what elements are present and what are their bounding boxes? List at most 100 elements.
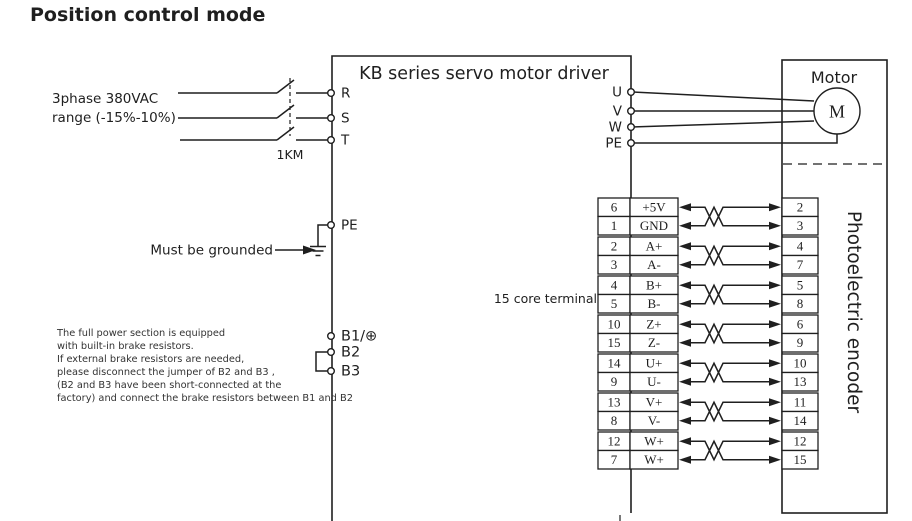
terminal-label-r: R xyxy=(341,86,350,102)
terminal-pin-number: 2 xyxy=(611,239,618,254)
terminal-pin-number: 14 xyxy=(608,356,622,371)
terminal-signal-label: Z+ xyxy=(646,317,661,332)
terminal-pin-number: 1 xyxy=(611,218,618,233)
contactor-blade-r xyxy=(276,79,295,94)
twisted-pair-wire xyxy=(691,206,770,228)
arrowhead-left-icon xyxy=(679,377,691,386)
terminal-signal-label: GND xyxy=(640,218,668,233)
terminal-label-b1: B1/⊕ xyxy=(341,329,377,345)
brake-note-line: If external brake resistors are needed, xyxy=(57,354,244,365)
terminal-signal-label: V+ xyxy=(646,395,663,410)
driver-title: KB series servo motor driver xyxy=(359,64,610,84)
arrowhead-right-icon xyxy=(769,437,781,446)
terminal-label-pe-out: PE xyxy=(605,136,622,152)
arrowhead-right-icon xyxy=(769,416,781,425)
brake-note-line: factory) and connect the brake resistors… xyxy=(57,393,353,404)
arrowhead-left-icon xyxy=(679,299,691,308)
terminal-signal-cell xyxy=(629,410,679,431)
encoder-pin-number: 14 xyxy=(794,413,808,428)
terminal-signal-label: Z- xyxy=(648,335,660,350)
terminal-node-u xyxy=(627,87,636,96)
terminal-signal-label: W+ xyxy=(644,434,664,449)
terminal-pin-number: 5 xyxy=(611,296,618,311)
twisted-pair-wire xyxy=(691,245,770,267)
twisted-pair-wire xyxy=(691,400,770,422)
brake-note-line: The full power section is equipped xyxy=(56,328,225,339)
arrowhead-right-icon xyxy=(769,260,781,269)
brake-note-line: (B2 and B3 have been short-connected at … xyxy=(57,380,281,391)
twisted-pair-wire xyxy=(691,283,770,305)
contactor-blade-t xyxy=(276,126,295,141)
twisted-pair-wire xyxy=(691,361,770,383)
encoder-pin-number: 11 xyxy=(794,395,807,410)
arrowhead-left-icon xyxy=(679,221,691,230)
motor-wire-pe xyxy=(633,134,838,144)
encoder-pin-number: 3 xyxy=(797,218,804,233)
terminal-pin-number: 7 xyxy=(611,452,618,467)
terminal-node-b2 xyxy=(327,348,336,357)
arrowhead-left-icon xyxy=(679,437,691,446)
terminal-node-r xyxy=(327,88,336,97)
terminal-signal-label: W+ xyxy=(644,452,664,467)
terminal-label-v: V xyxy=(613,104,623,120)
twisted-pair-wire xyxy=(691,362,770,384)
encoder-pin-number: 6 xyxy=(797,317,804,332)
terminal-signal-label: V- xyxy=(648,413,661,428)
terminal-node-b3 xyxy=(327,367,336,376)
terminal-node-b1 xyxy=(327,332,336,341)
cable-label: 15 core terminal xyxy=(494,291,597,306)
terminal-pin-number: 12 xyxy=(608,434,621,449)
driver-box xyxy=(331,55,632,521)
terminal-signal-cell xyxy=(629,293,679,314)
terminal-label-b3: B3 xyxy=(341,364,360,380)
terminal-pin-number: 13 xyxy=(608,395,621,410)
arrowhead-left-icon xyxy=(679,203,691,212)
terminal-pin-number: 10 xyxy=(608,317,621,332)
twisted-pair-wire xyxy=(691,205,770,227)
encoder-pin-cell xyxy=(781,410,819,431)
encoder-pin-cell xyxy=(781,293,819,314)
terminal-node-s xyxy=(327,113,336,122)
encoder-pin-number: 15 xyxy=(794,452,807,467)
terminal-node-t xyxy=(327,135,336,144)
arrowhead-right-icon xyxy=(769,455,781,464)
twisted-pair-wire xyxy=(691,284,770,306)
arrowhead-right-icon xyxy=(769,242,781,251)
arrowhead-left-icon xyxy=(679,455,691,464)
arrowhead-left-icon xyxy=(679,398,691,407)
terminal-signal-label: +5V xyxy=(642,200,666,215)
terminal-label-u: U xyxy=(612,85,622,101)
twisted-pair-wire xyxy=(691,440,770,462)
terminal-signal-label: U+ xyxy=(646,356,663,371)
terminal-label-t: T xyxy=(340,133,350,149)
arrowhead-left-icon xyxy=(679,260,691,269)
terminal-label-pe-in: PE xyxy=(341,218,358,234)
terminal-label-w: W xyxy=(609,120,622,136)
encoder-pin-number: 7 xyxy=(797,257,804,272)
arrowhead-right-icon xyxy=(769,359,781,368)
arrowhead-left-icon xyxy=(679,338,691,347)
encoder-pin-number: 9 xyxy=(797,335,804,350)
pe-ground-wire xyxy=(317,224,328,246)
encoder-pin-number: 12 xyxy=(794,434,807,449)
encoder-pin-number: 2 xyxy=(797,200,804,215)
motor-title: Motor xyxy=(811,68,858,87)
encoder-pin-cell xyxy=(781,254,819,275)
terminal-signal-cell xyxy=(629,449,679,470)
ground-section: PE Must be grounded xyxy=(150,218,357,259)
ground-note-arrowhead-icon xyxy=(303,245,316,255)
motor-wire-u xyxy=(632,91,815,102)
encoder-title: Photoelectric encoder xyxy=(843,211,864,414)
arrowhead-right-icon xyxy=(769,338,781,347)
terminal-pin-number: 6 xyxy=(611,200,618,215)
terminal-signal-cell xyxy=(629,254,679,275)
terminal-label-b2: B2 xyxy=(341,345,360,361)
arrowhead-left-icon xyxy=(679,359,691,368)
motor-circle-symbol xyxy=(813,87,861,135)
encoder-pin-cell xyxy=(781,215,819,236)
supply-input: R S T 1KM 3phase 380VAC range (-15%-10%) xyxy=(52,78,350,162)
terminal-node-w xyxy=(627,122,636,131)
arrowhead-right-icon xyxy=(769,398,781,407)
